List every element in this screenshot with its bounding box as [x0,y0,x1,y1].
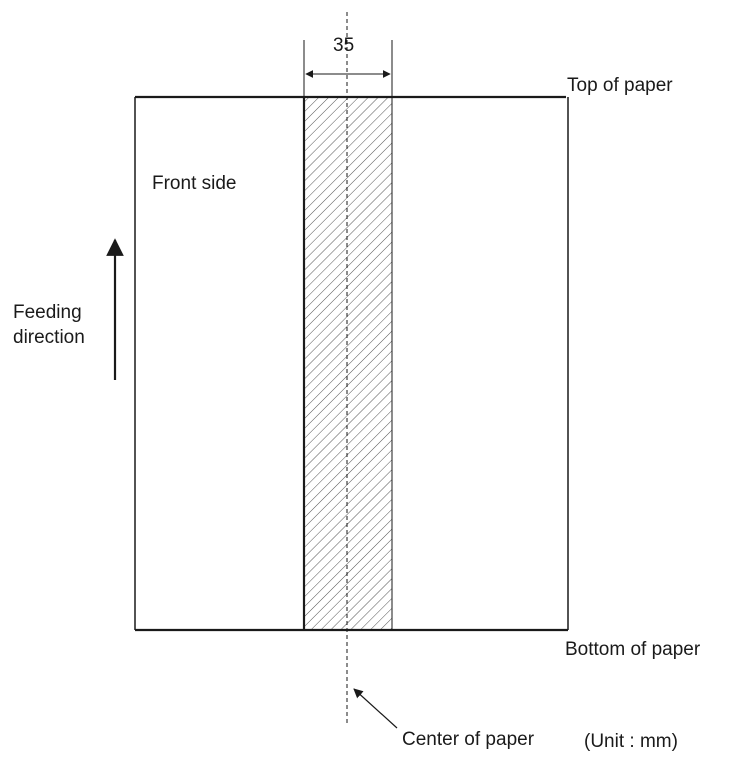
unit-label: (Unit : mm) [584,731,678,752]
leader-arrow-icon [353,688,398,729]
feeding-direction-line1: Feeding [13,302,82,323]
dimension-label: 35 [333,35,355,56]
bottom-of-paper-label: Bottom of paper [565,639,701,660]
hatched-band [304,97,392,630]
feeding-direction-line2: direction [13,327,85,348]
top-of-paper-label: Top of paper [567,75,673,96]
front-side-label: Front side [152,173,237,194]
center-of-paper-label: Center of paper [402,729,535,750]
